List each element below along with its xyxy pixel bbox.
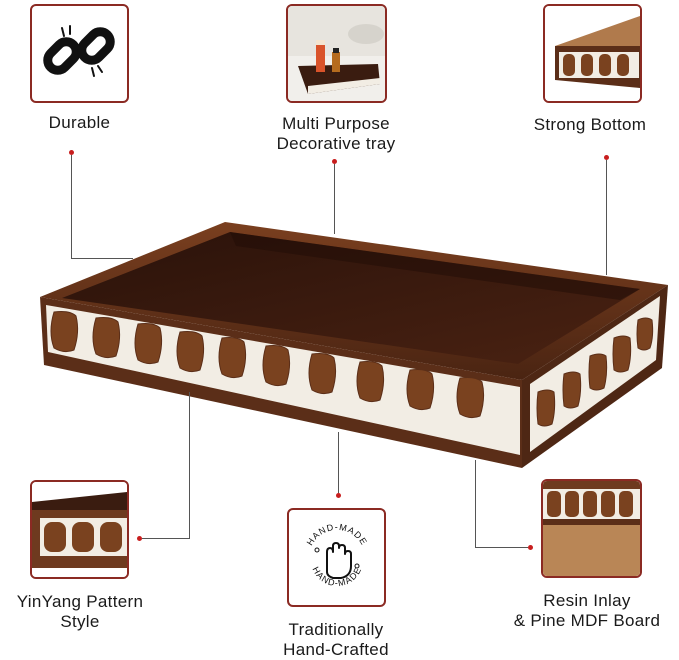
multi-purpose-label: Multi Purpose Decorative tray [236,114,436,154]
tray-pattern-image [32,482,127,577]
resin-label: Resin Inlay & Pine MDF Board [495,591,679,631]
resin-dot [528,545,533,550]
tray-side-image [543,481,640,576]
multi-purpose-line1: Multi Purpose [282,114,390,133]
strong-bottom-leader [606,160,607,275]
durable-thumbnail [30,4,129,103]
pattern-thumbnail [30,480,129,579]
handcrafted-line1: Traditionally [288,620,384,639]
multi-purpose-thumbnail [286,4,387,103]
durable-dot [69,150,74,155]
hand-icon: HAND-MADE HAND-MADE [305,522,369,588]
handcrafted-line2: Hand-Crafted [283,640,389,659]
multi-purpose-line2: Decorative tray [276,134,396,153]
multi-purpose-dot [332,159,337,164]
handcrafted-leader [338,432,339,493]
handcrafted-dot [336,493,341,498]
durable-label: Durable [48,113,111,132]
resin-line1: Resin Inlay [543,591,631,610]
resin-line2: & Pine MDF Board [513,611,661,630]
pattern-leader-vertical [189,392,190,539]
resin-leader-horizontal [475,547,528,548]
strong-bottom-label: Strong Bottom [533,115,647,134]
strong-bottom-thumbnail [543,4,642,103]
durable-leader-horizontal [71,258,133,259]
chain-link-icon [43,25,115,77]
resin-thumbnail [541,479,642,578]
pattern-dot [137,536,142,541]
multi-purpose-leader [334,164,335,234]
pattern-leader-horizontal [142,538,189,539]
resin-leader-vertical [475,460,476,548]
tray-corner-image [545,6,640,101]
pattern-line1: YinYang Pattern [16,592,144,611]
durable-leader-vertical [71,155,72,258]
pattern-line2: Style [60,612,100,631]
handmade-thumbnail: HAND-MADE HAND-MADE [287,508,386,607]
tray-with-toiletries-image [288,6,385,101]
strong-bottom-dot [604,155,609,160]
pattern-label: YinYang Pattern Style [0,592,160,632]
handcrafted-label: Traditionally Hand-Crafted [256,620,416,660]
